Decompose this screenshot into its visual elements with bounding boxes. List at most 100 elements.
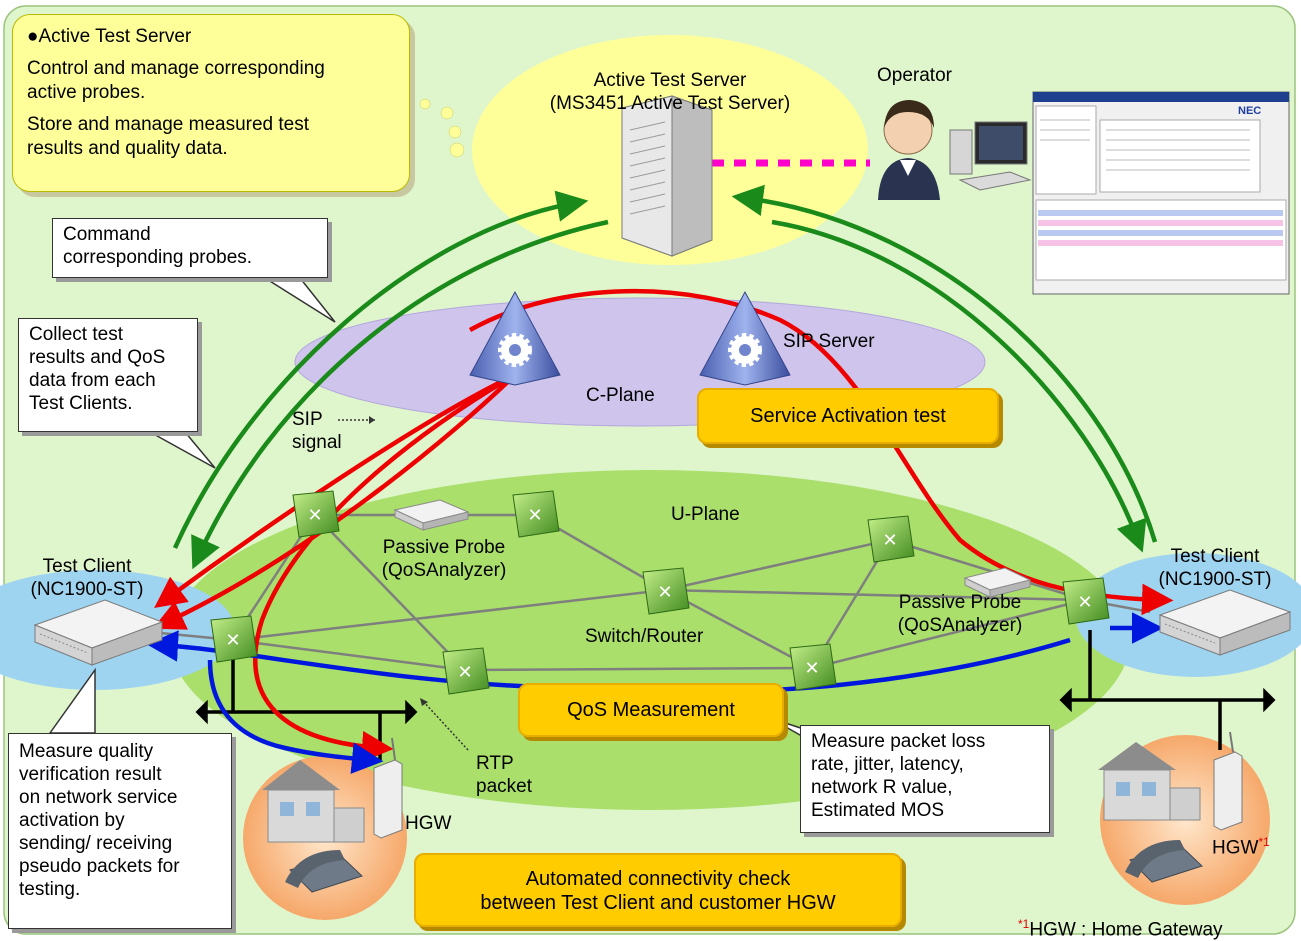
sip-signal-line: signal <box>292 432 342 453</box>
collect-callout: Collect test results and QoS data from e… <box>18 318 198 432</box>
server-label-line: (MS3451 Active Test Server) <box>549 93 791 114</box>
server-label-line: Active Test Server <box>593 70 747 91</box>
callout-line: results and QoS <box>29 347 166 368</box>
callout-line: verification result <box>19 764 162 785</box>
switch-router-label: Switch/Router <box>585 626 704 647</box>
server-info-box: ●Active Test Server Control and manage c… <box>12 14 410 192</box>
svg-text:✕: ✕ <box>1077 592 1092 613</box>
connectivity-line: Automated connectivity check <box>525 868 791 890</box>
switch-icon: ✕ <box>789 643 837 691</box>
server-label: Active Test Server (MS3451 Active Test S… <box>520 69 820 115</box>
svg-text:✕: ✕ <box>307 505 322 526</box>
server-info-line: results and quality data. <box>27 138 228 159</box>
server-info-line: active probes. <box>27 82 146 103</box>
screen-brand: NEC <box>1238 105 1261 117</box>
callout-line: sending/ receiving <box>19 833 173 854</box>
footnote-mark: *1 <box>1018 917 1030 931</box>
switch-icon: ✕ <box>442 647 490 695</box>
operator-label: Operator <box>877 65 952 86</box>
hgw-label-right: HGW*1 <box>1212 831 1270 859</box>
passive-probe-line: Passive Probe <box>382 537 506 558</box>
qos-measurement-badge: QoS Measurement <box>518 683 784 737</box>
connectivity-line: between Test Client and customer HGW <box>480 892 836 914</box>
sip-server-icon-1 <box>469 290 561 386</box>
callout-line: corresponding probes. <box>63 247 253 268</box>
callout-line: on network service <box>19 787 178 808</box>
callout-line: data from each <box>29 370 156 391</box>
network-links <box>149 513 1151 672</box>
callout-line: testing. <box>19 879 81 900</box>
test-client-line: (NC1900-ST) <box>30 579 144 600</box>
connectivity-badge: Automated connectivity check between Tes… <box>414 853 902 927</box>
svg-text:✕: ✕ <box>527 505 542 526</box>
hgw-label-text: HGW <box>1212 837 1259 859</box>
operator-screen: NEC <box>1032 91 1290 295</box>
passive-probe-line: (QoSAnalyzer) <box>381 560 507 581</box>
callout-line: pseudo packets for <box>19 856 180 877</box>
house-icon-left <box>262 760 365 843</box>
test-client-device-left <box>33 599 164 666</box>
hgw-device-left <box>373 737 403 839</box>
callout-tail <box>262 277 336 323</box>
test-client-line: Test Client <box>42 556 132 577</box>
hgw-device-right <box>1213 731 1243 831</box>
house-icon-right <box>1098 742 1201 821</box>
callout-line: Estimated MOS <box>811 800 945 821</box>
switch-icon: ✕ <box>1062 577 1110 625</box>
switch-icon: ✕ <box>512 490 560 538</box>
hgw-label-left: HGW <box>405 813 452 834</box>
rtp-packet-line: RTP <box>476 753 514 774</box>
test-client-label-left: Test Client (NC1900-ST) <box>12 555 162 601</box>
u-plane-label: U-Plane <box>671 504 740 525</box>
passive-probe-label-right: Passive Probe (QoSAnalyzer) <box>876 591 1044 637</box>
callout-line: rate, jitter, latency, <box>811 754 964 775</box>
server-tower-icon <box>621 95 713 257</box>
callout-line: Test Clients. <box>29 393 133 414</box>
sip-server-icon-2 <box>699 290 791 386</box>
rtp-packet-pointer <box>421 699 469 751</box>
test-client-line: Test Client <box>1170 546 1260 567</box>
callout-line: Command <box>63 224 151 245</box>
switch-icon: ✕ <box>642 567 690 615</box>
server-info-line: Control and manage corresponding <box>27 58 325 79</box>
footnote: *1HGW : Home Gateway <box>1018 913 1223 941</box>
switch-icon: ✕ <box>292 490 340 538</box>
footnote-text: HGW : Home Gateway <box>1029 919 1223 941</box>
measure-quality-callout: Measure quality verification result on n… <box>8 733 232 929</box>
telephone-icon-right <box>1125 840 1203 883</box>
passive-probe-line: Passive Probe <box>898 592 1022 613</box>
server-info-heading: ●Active Test Server <box>27 26 192 47</box>
c-plane-label: C-Plane <box>586 385 655 406</box>
measure-packet-callout: Measure packet loss rate, jitter, latenc… <box>800 725 1050 833</box>
callout-tail <box>147 431 216 469</box>
passive-probe-label-left: Passive Probe (QoSAnalyzer) <box>360 536 528 582</box>
test-client-line: (NC1900-ST) <box>1158 569 1272 590</box>
sip-server-label: SIP Server <box>783 331 875 352</box>
callout-line: Measure packet loss <box>811 731 986 752</box>
telephone-icon-left <box>285 850 363 893</box>
rtp-packet-label: RTP packet <box>476 752 532 798</box>
sip-signal-label: SIP signal <box>292 408 342 454</box>
passive-probe-icon-right <box>963 567 1032 598</box>
test-client-label-right: Test Client (NC1900-ST) <box>1140 545 1290 591</box>
passive-probe-icon-left <box>393 499 470 531</box>
switch-icon: ✕ <box>867 515 915 563</box>
server-info-line: Store and manage measured test <box>27 114 310 135</box>
pc-icon <box>949 121 1032 191</box>
operator-icon <box>878 100 940 200</box>
svg-text:✕: ✕ <box>804 658 819 679</box>
command-callout: Command corresponding probes. <box>52 218 328 278</box>
passive-probe-line: (QoSAnalyzer) <box>897 615 1023 636</box>
service-activation-badge: Service Activation test <box>697 388 999 444</box>
svg-text:✕: ✕ <box>225 630 240 651</box>
sip-signal-line: SIP <box>292 409 323 430</box>
rtp-packet-line: packet <box>476 776 532 797</box>
test-client-device-right <box>1158 589 1292 656</box>
footnote-marker: *1 <box>1258 835 1270 849</box>
svg-text:✕: ✕ <box>882 530 897 551</box>
switch-icons: ✕ ✕ ✕ ✕ ✕ ✕ ✕ ✕ <box>210 490 1110 695</box>
callout-line: network R value, <box>811 777 953 798</box>
svg-text:✕: ✕ <box>657 582 672 603</box>
callout-line: activation by <box>19 810 125 831</box>
